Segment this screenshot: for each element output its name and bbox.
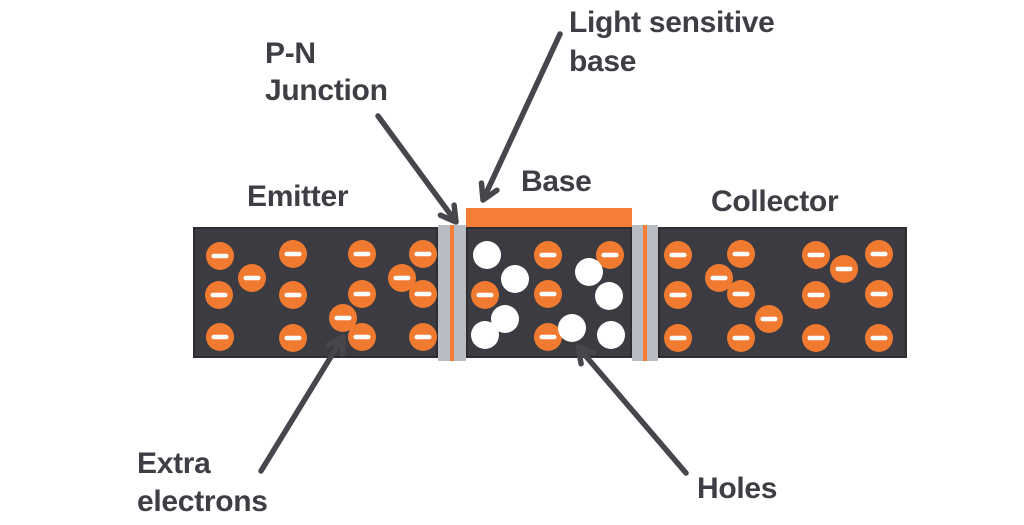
extra-electrons-label-line1: Extra: [137, 447, 211, 480]
pn-junction-strip-right: [632, 225, 658, 361]
minus-icon: [334, 315, 352, 321]
minus-icon: [284, 335, 302, 341]
hole: [501, 265, 529, 293]
light-sensitive-base-arrow: [478, 31, 563, 203]
pn-junction-label-line2: Junction: [265, 74, 388, 107]
minus-icon: [353, 251, 371, 257]
minus-icon: [870, 251, 888, 257]
minus-icon: [807, 292, 825, 298]
hole: [471, 321, 499, 349]
junction-line-right: [643, 225, 647, 361]
junction-line-left: [450, 225, 454, 361]
holes-label: Holes: [697, 472, 778, 505]
minus-icon: [732, 291, 750, 297]
pn-junction-arrow: [375, 113, 459, 225]
hole: [558, 314, 586, 342]
minus-icon: [710, 275, 728, 281]
minus-icon: [539, 252, 557, 258]
light-sensitive-base-label-line2: base: [569, 45, 637, 78]
minus-icon: [414, 251, 432, 257]
pn-junction-strip-left: [438, 225, 466, 361]
minus-icon: [835, 266, 853, 272]
light-sensitive-base-label: Light sensitive base: [569, 3, 775, 81]
minus-icon: [243, 275, 261, 281]
minus-icon: [284, 251, 302, 257]
minus-icon: [353, 291, 371, 297]
pn-junction-label-line1: P-N: [265, 37, 316, 70]
hole: [575, 258, 603, 286]
collector-label: Collector: [711, 185, 839, 218]
minus-icon: [669, 292, 687, 298]
minus-icon: [760, 316, 778, 322]
pn-junction-label: P-N Junction: [265, 35, 388, 109]
extra-electrons-arrow: [258, 334, 346, 474]
minus-icon: [601, 252, 619, 258]
minus-icon: [211, 253, 229, 259]
extra-electrons-label: Extra electrons: [137, 445, 268, 521]
minus-icon: [284, 292, 302, 298]
hole: [473, 241, 501, 269]
hole: [597, 321, 625, 349]
light-sensitive-bar: [466, 208, 632, 227]
minus-icon: [732, 335, 750, 341]
minus-icon: [393, 275, 411, 281]
minus-icon: [669, 252, 687, 258]
minus-icon: [476, 292, 494, 298]
minus-icon: [210, 292, 228, 298]
base-label: Base: [521, 165, 592, 198]
holes-arrow: [575, 344, 689, 476]
minus-icon: [539, 291, 557, 297]
minus-icon: [353, 334, 371, 340]
minus-icon: [211, 334, 229, 340]
minus-icon: [669, 335, 687, 341]
hole: [491, 305, 519, 333]
light-sensitive-base-label-line1: Light sensitive: [569, 6, 775, 39]
extra-electrons-label-line2: electrons: [137, 485, 268, 518]
hole: [595, 282, 623, 310]
minus-icon: [539, 334, 557, 340]
minus-icon: [807, 335, 825, 341]
minus-icon: [732, 251, 750, 257]
minus-icon: [414, 334, 432, 340]
minus-icon: [870, 291, 888, 297]
minus-icon: [807, 252, 825, 258]
emitter-label: Emitter: [247, 180, 349, 213]
minus-icon: [870, 335, 888, 341]
minus-icon: [414, 291, 432, 297]
